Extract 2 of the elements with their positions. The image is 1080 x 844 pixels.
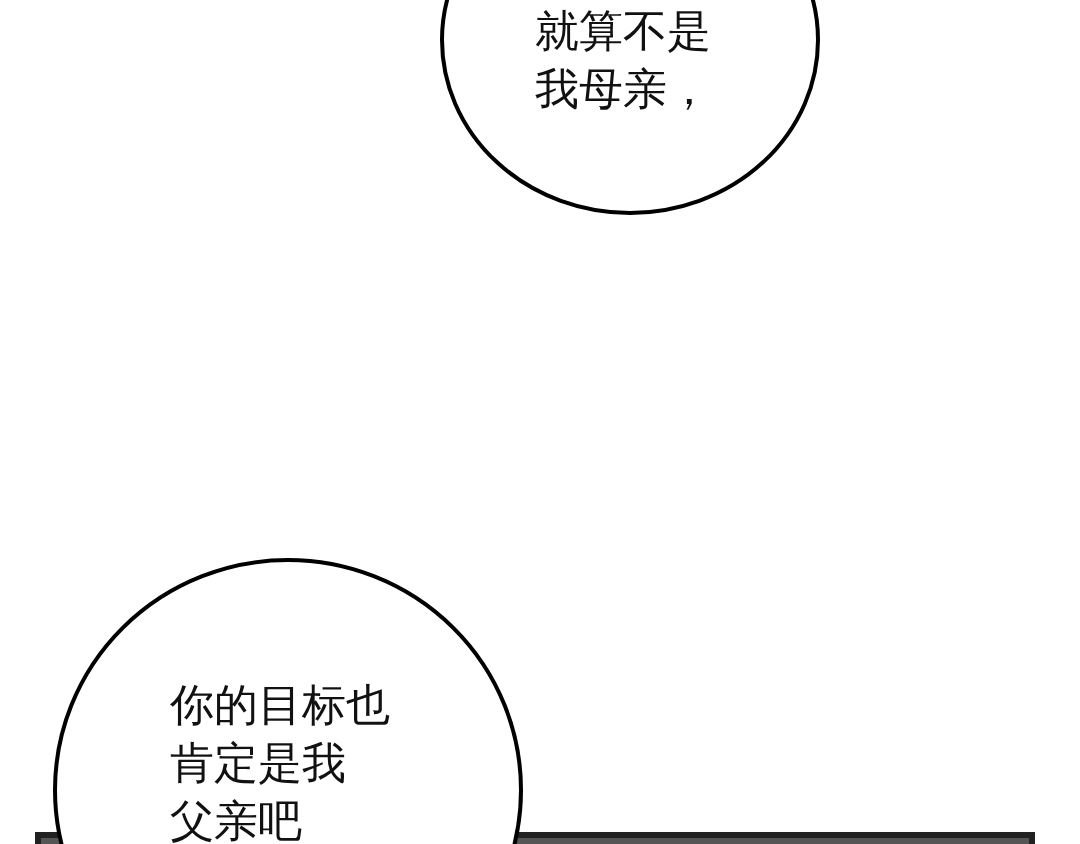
speech-text: 就算不是我母亲， [535, 4, 711, 116]
speech-text: 你的目标也肯定是我父亲吧 [170, 678, 390, 844]
